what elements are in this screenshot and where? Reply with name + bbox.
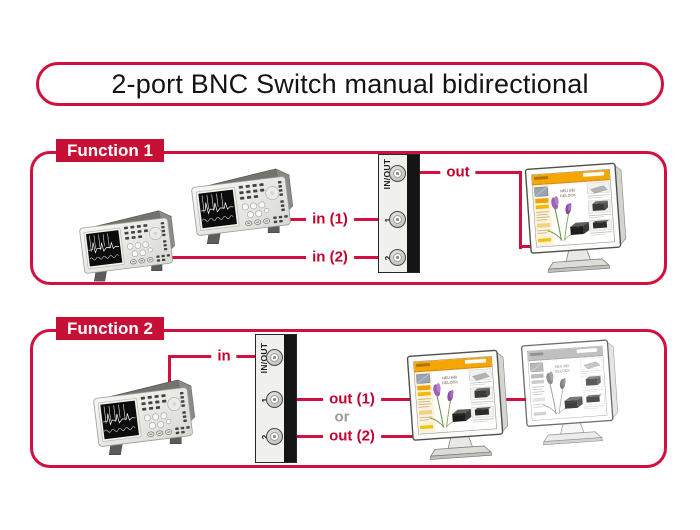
function2-panel — [30, 329, 667, 468]
bnc-switch-f2: IN/OUT 1 2 — [255, 334, 297, 463]
cable-in-line-vertical — [168, 355, 171, 392]
page-title-box: 2-port BNC Switch manual bidirectional — [36, 62, 664, 106]
label-in2: in (2) — [306, 248, 354, 266]
function1-panel — [30, 151, 667, 285]
label-in: in — [211, 347, 237, 365]
bnc-port-inout — [389, 165, 406, 182]
bnc-port-2 — [266, 428, 283, 445]
oscilloscope-2 — [189, 167, 297, 247]
page-title: 2-port BNC Switch manual bidirectional — [111, 68, 589, 99]
panel-black-strip — [407, 155, 419, 272]
function2-label: Function 2 — [56, 317, 164, 340]
monitor-f2-active — [406, 348, 512, 464]
bnc-port-1 — [266, 391, 283, 408]
bnc-port-1 — [389, 211, 406, 228]
label-or: or — [328, 408, 356, 426]
oscilloscope-3 — [91, 378, 199, 458]
monitor-f2-inactive — [520, 338, 622, 449]
bnc-switch-f1: IN/OUT 1 2 — [378, 154, 420, 273]
cable-in2-line — [170, 256, 378, 259]
oscilloscope-1 — [77, 208, 179, 284]
cable-link-between-monitors — [496, 398, 526, 401]
monitor-f1 — [524, 161, 630, 277]
label-out2: out (2) — [323, 427, 381, 445]
cable-out-line-vertical — [519, 171, 522, 249]
bnc-port-2 — [389, 249, 406, 266]
bnc-port-inout — [266, 349, 283, 366]
label-out: out — [440, 163, 476, 181]
label-out1: out (1) — [323, 390, 381, 408]
function1-label: Function 1 — [56, 139, 164, 162]
label-in1: in (1) — [306, 210, 354, 228]
panel-black-strip — [284, 335, 296, 462]
cable-out-line-to-monitor — [519, 245, 538, 248]
